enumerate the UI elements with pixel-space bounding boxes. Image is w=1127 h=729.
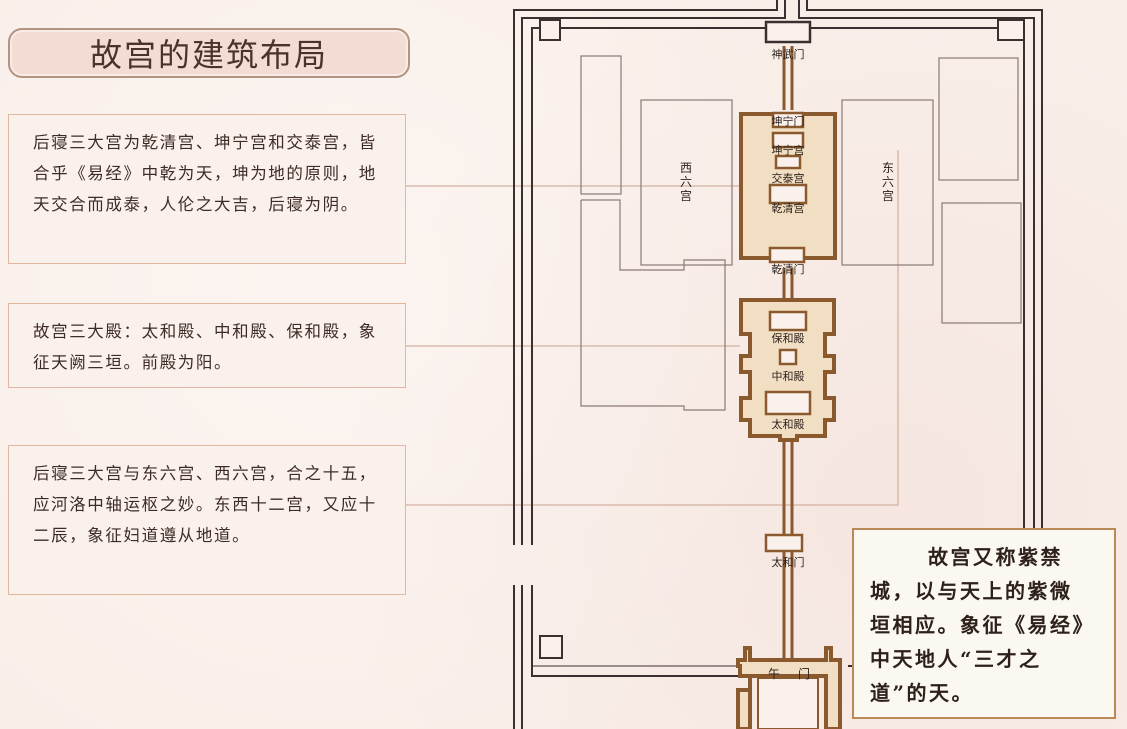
callout-line-3: 垣相应。象征《易经》 — [870, 613, 1095, 637]
wu-gate-label-2: 门 — [798, 666, 810, 681]
qianqing-palace-building — [768, 183, 808, 205]
callout-line-5: 道”的天。 — [870, 681, 975, 705]
baohe-hall-label: 保和殿 — [772, 331, 805, 345]
east-six-label-2: 六 — [882, 175, 894, 189]
shenwu-gate-building — [764, 20, 812, 44]
taihe-hall-label: 太和殿 — [772, 418, 805, 431]
callout-line-1-text: 故宫又称紫禁 — [928, 545, 1063, 569]
buildings — [764, 20, 812, 553]
qianqing-gate-label: 乾清门 — [772, 262, 805, 276]
jiaotai-palace-label: 交泰宫 — [772, 171, 805, 185]
kunning-gate-building — [771, 111, 805, 129]
central-axis — [782, 46, 794, 700]
note-three-halls: 故宫三大殿：太和殿、中和殿、保和殿，象征天阙三垣。前殿为阳。 — [8, 303, 406, 388]
callout-line-4: 中天地人“三才之 — [870, 647, 1042, 671]
note-fifteen-palaces: 后寝三大宫与东六宫、西六宫，合之十五，应河洛中轴运枢之妙。东西十二宫，又应十二辰… — [8, 445, 406, 595]
kunning-palace-building — [771, 131, 805, 149]
leader-line-3 — [406, 150, 899, 506]
west-six-label-1: 西 — [680, 161, 692, 175]
qianqing-gate-building — [768, 246, 806, 264]
east-six-label-1: 东 — [882, 161, 894, 175]
zhonghe-hall-label: 中和殿 — [772, 370, 805, 383]
west-six-label-2: 六 — [680, 175, 692, 189]
shenwu-gate-label: 神武门 — [772, 47, 805, 61]
kunning-palace-label: 坤宁宫 — [772, 143, 805, 157]
kunning-gate-label: 坤宁门 — [772, 114, 805, 128]
east-six-palaces — [841, 99, 934, 266]
page-title: 故宫的建筑布局 — [89, 36, 328, 74]
note-rear-palaces: 后寝三大宫为乾清宫、坤宁宫和交泰宫，皆合乎《易经》中乾为天，坤为地的原则，地天交… — [8, 114, 406, 264]
east-block-upper — [938, 57, 1019, 181]
zhonghe-hall-building — [778, 348, 798, 366]
west-six-palaces — [640, 99, 733, 266]
wu-gate — [736, 646, 842, 729]
taihe-gate-building — [764, 533, 804, 553]
taihe-hall-building — [764, 390, 812, 416]
taihe-gate-label: 太和门 — [772, 555, 805, 569]
qianqing-palace-label: 乾清宫 — [772, 201, 805, 215]
leader-lines — [406, 150, 899, 506]
east-six-label-3: 宫 — [882, 188, 894, 203]
west-lower-block — [580, 199, 726, 411]
purple-forbidden-callout: 故宫又称紫禁 城，以与天上的紫微 垣相应。象征《易经》 中天地人“三才之 道”的… — [852, 528, 1116, 719]
baohe-hall-building — [768, 310, 808, 332]
title-banner: 故宫的建筑布局 — [8, 28, 410, 78]
east-block-lower — [941, 202, 1022, 324]
west-six-label-3: 宫 — [680, 188, 692, 203]
side-blocks — [580, 55, 1022, 411]
west-strip — [580, 55, 622, 195]
jiaotai-palace-building — [774, 154, 802, 170]
wu-gate-label-1: 午 — [768, 667, 780, 681]
callout-line-2: 城，以与天上的紫微 — [870, 579, 1073, 603]
callout-line-1: 故宫又称紫禁 — [870, 540, 1100, 574]
